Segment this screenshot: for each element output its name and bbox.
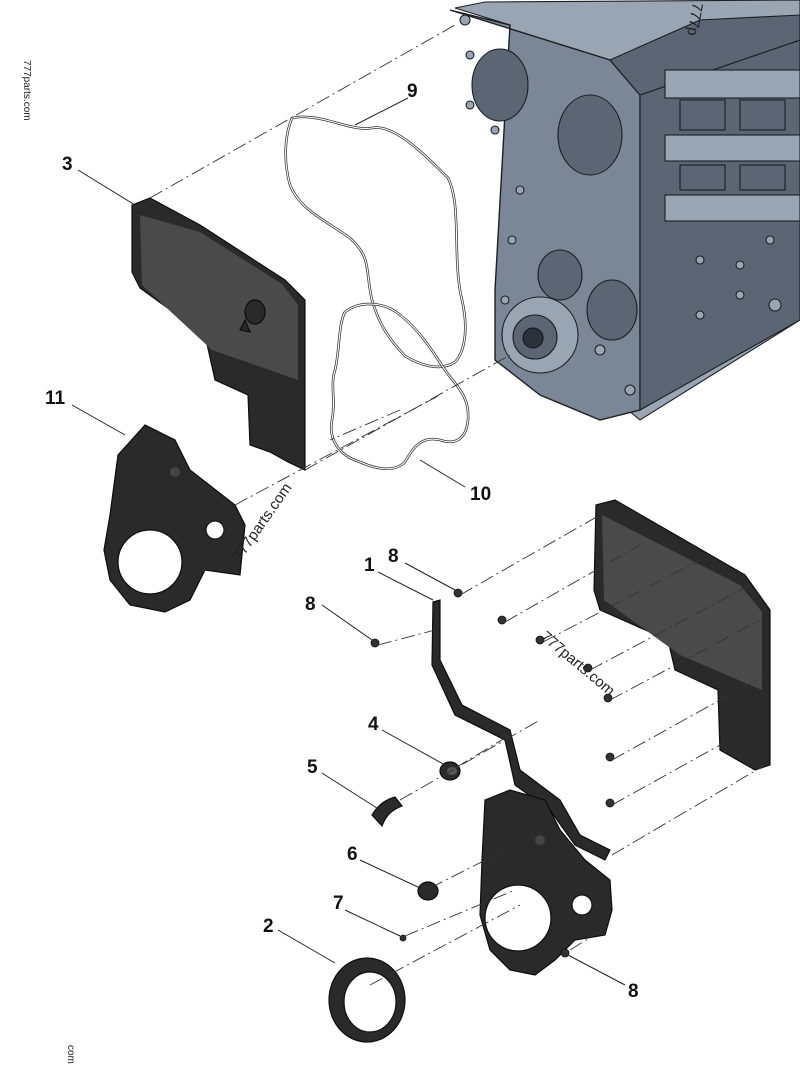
callout-3: 3 [62,154,73,175]
pin-7 [399,934,407,942]
gasket-10 [329,302,470,471]
callout-6: 6 [347,844,358,865]
gasket-9 [284,115,467,369]
callout-4: 4 [368,714,379,735]
timing-plate-right [479,789,613,976]
callout-10: 10 [470,484,491,505]
tube-1 [431,599,611,861]
front-cover-3 [131,197,306,471]
block-bolts [459,14,782,396]
watermark-top: 777p [683,1,706,37]
front-cover-right [593,499,771,771]
engine-ribs [664,69,800,222]
callout-8-top: 8 [388,546,399,567]
callout-2: 2 [263,916,274,937]
callout-7: 7 [333,893,344,914]
callout-8-left: 8 [305,594,316,615]
callout-5: 5 [307,757,318,778]
timing-plate-11 [103,424,246,613]
assembly-lines [149,24,766,986]
plug-6 [417,881,439,901]
callout-9: 9 [407,81,418,102]
callout-11: 11 [45,388,66,409]
seal-2 [328,957,406,1043]
callout-1: 1 [364,555,375,576]
engine-block [449,0,800,421]
leader-lines [71,97,626,986]
callout-8-bottom: 8 [628,981,639,1002]
crankshaft-hub [501,296,579,374]
callout-labels: 3 9 11 10 1 8 8 4 5 6 7 2 8 [45,81,639,1002]
elbow-5 [371,796,403,828]
watermark-right: 777parts.com [537,628,618,699]
watermark-side: 777parts.com [21,60,32,121]
watermark-bottom: com [65,1045,76,1064]
